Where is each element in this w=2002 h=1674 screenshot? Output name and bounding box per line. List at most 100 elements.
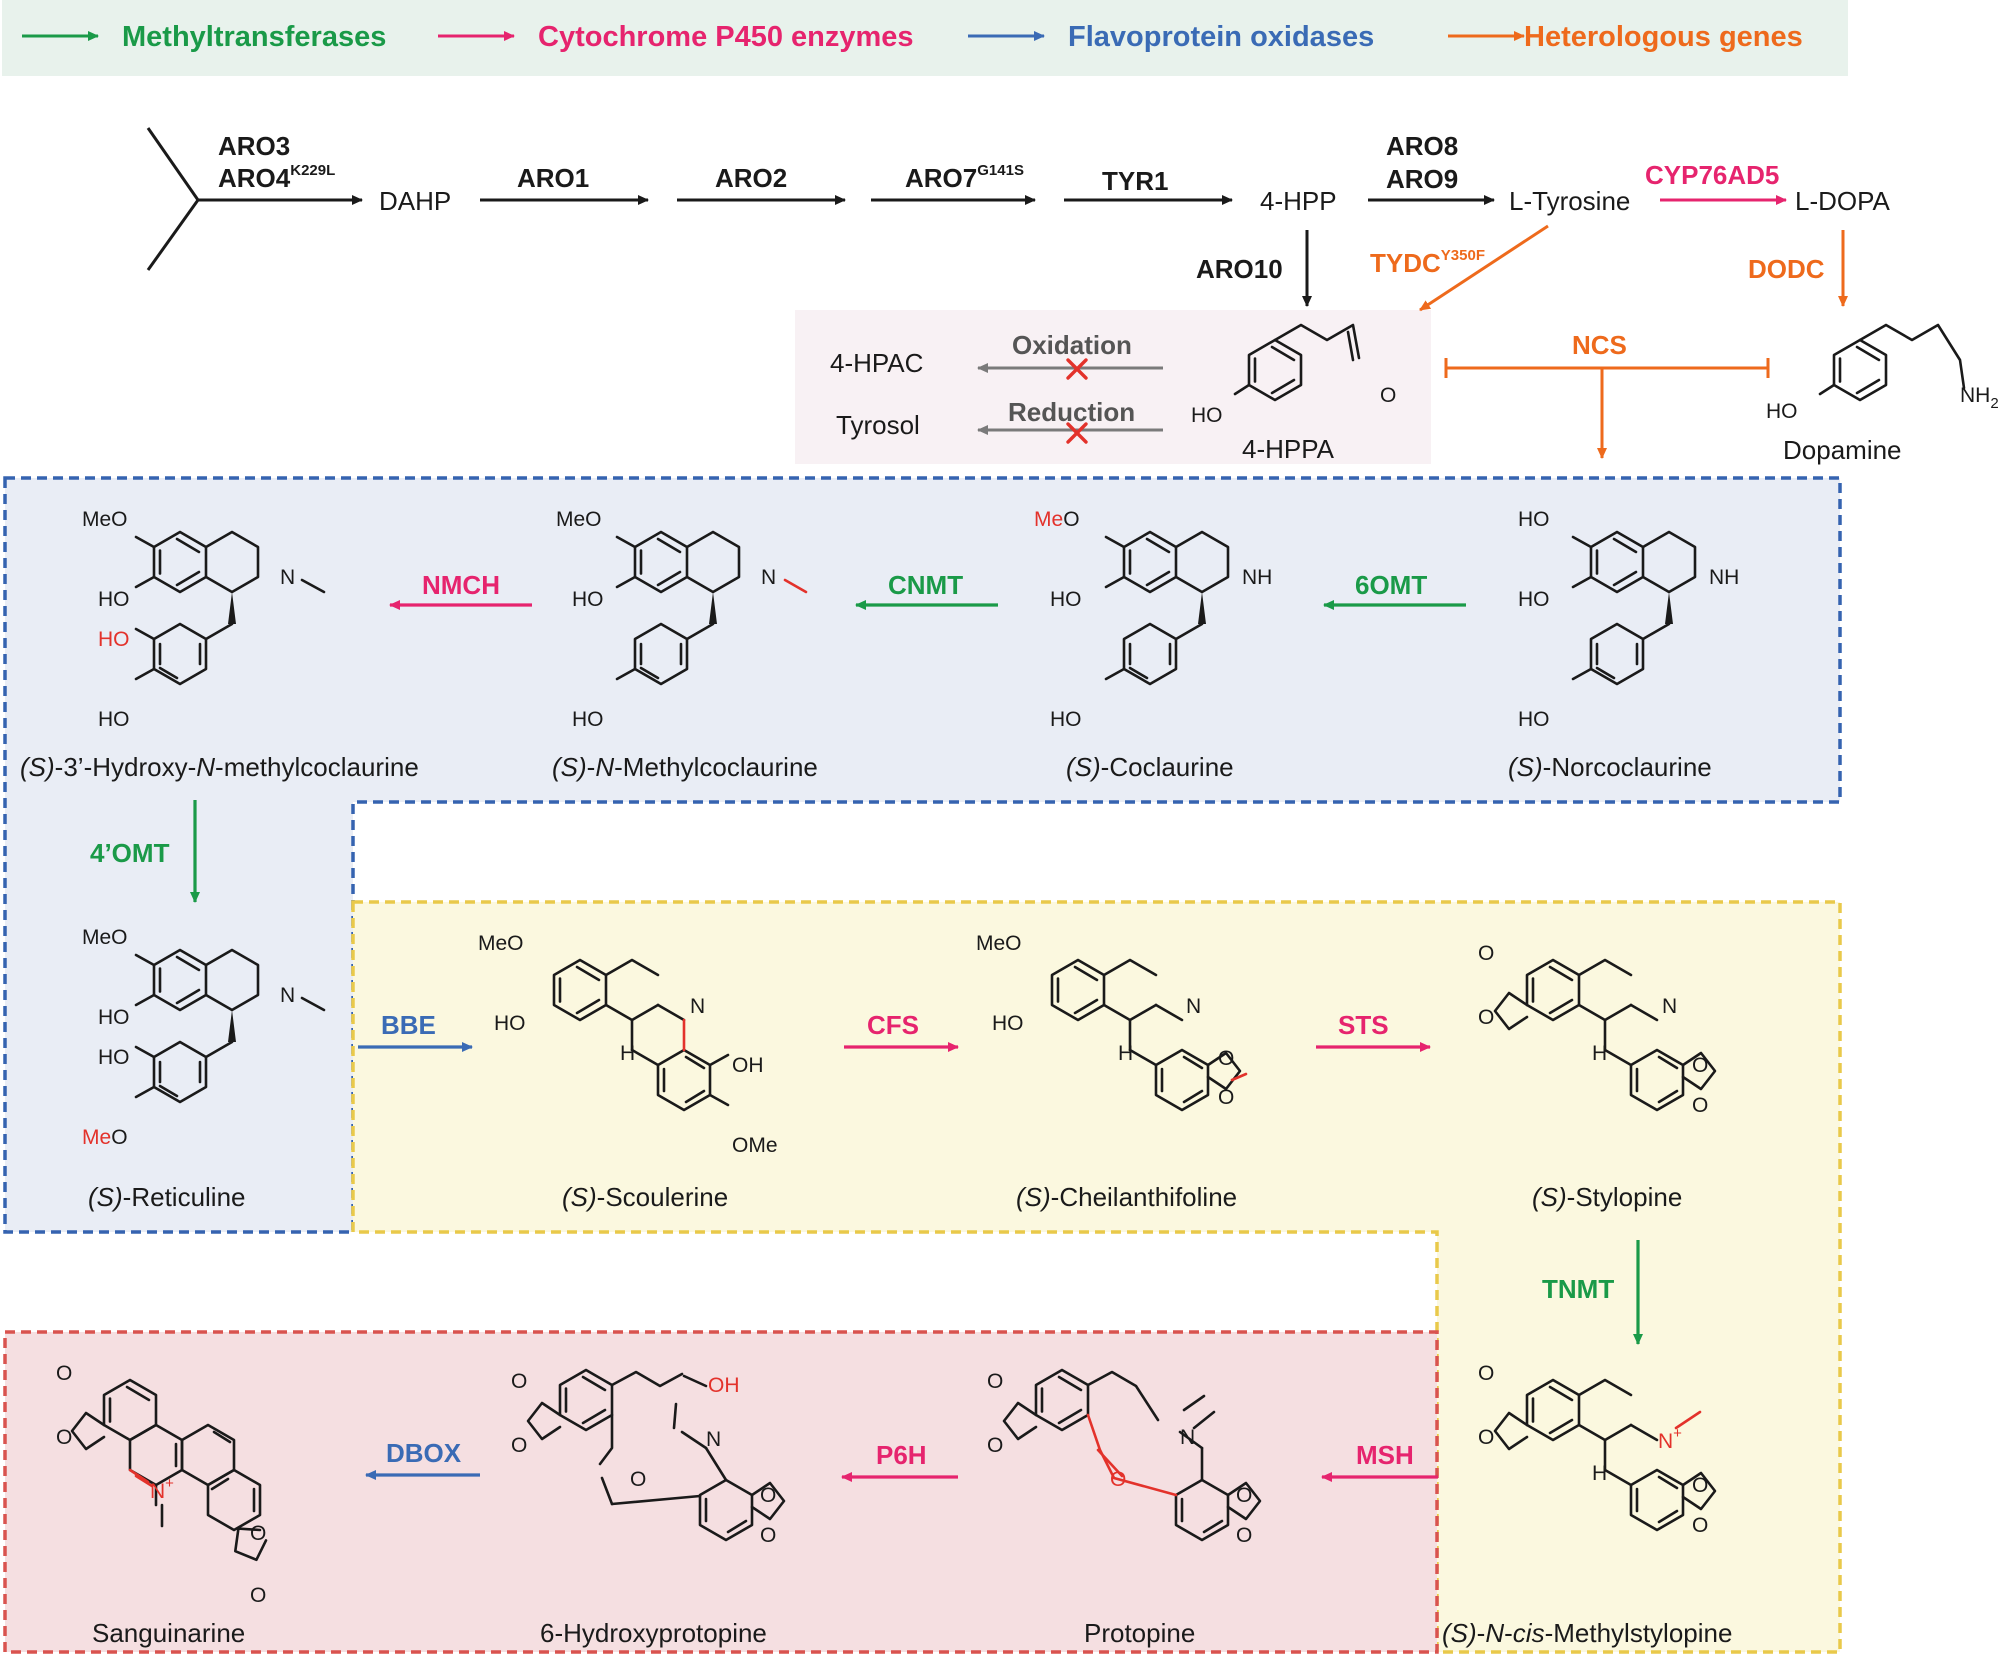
label-oxidation: Oxidation — [1012, 330, 1132, 360]
enzyme-4omt: 4’OMT — [90, 838, 170, 868]
atom-protopine-o4: O — [1236, 1524, 1252, 1547]
compound-6-hydroxyprotopine: 6-Hydroxyprotopine — [540, 1618, 767, 1648]
enzyme-cyp76ad5: CYP76AD5 — [1645, 160, 1779, 190]
enzyme-msh: MSH — [1356, 1440, 1414, 1470]
atom-cheilanthifoline-o2: O — [1218, 1086, 1234, 1109]
compound-l-tyrosine: L-Tyrosine — [1509, 186, 1630, 216]
atom-protopine-n: N — [1180, 1426, 1195, 1449]
atom-sanguinarine-o2: O — [56, 1426, 72, 1449]
arrow-ncs — [1444, 358, 1770, 459]
atom-ncms-n: N+ — [1658, 1425, 1682, 1453]
atom-hnmc-ho: HO — [98, 588, 130, 611]
legend-heterologous: Heterologous genes — [1448, 21, 1803, 53]
atom-norcoclaurine-ho-4p: HO — [1518, 708, 1550, 731]
enzyme-dbox: DBOX — [386, 1438, 462, 1468]
legend-label-heterologous: Heterologous genes — [1524, 21, 1803, 53]
atom-scoulerine-meo: MeO — [478, 932, 524, 955]
atom-coclaurine-ho-4p: HO — [1050, 708, 1082, 731]
compound-coclaurine: (S)-Coclaurine — [1066, 752, 1234, 782]
enzyme-cfs: CFS — [867, 1010, 919, 1040]
arrow-tydc — [1419, 224, 1549, 312]
enzyme-aro3: ARO3 — [218, 131, 290, 161]
atom-stylopine-o2: O — [1478, 1006, 1494, 1029]
atom-scoulerine-h: H — [620, 1042, 635, 1065]
blocked-oxidation-icon — [1066, 358, 1088, 380]
atom-coclaurine-nh: NH — [1242, 566, 1272, 589]
atom-scoulerine-oh: OH — [732, 1054, 764, 1077]
compound-scoulerine: (S)-Scoulerine — [562, 1182, 728, 1212]
enzyme-6omt: 6OMT — [1355, 570, 1427, 600]
enzyme-ncs: NCS — [1572, 330, 1627, 360]
atom-protopine-o1: O — [987, 1370, 1003, 1393]
atom-cheilanthifoline-o1: O — [1218, 1047, 1234, 1070]
blocked-reduction-icon — [1066, 422, 1088, 444]
enzyme-aro2: ARO2 — [715, 163, 787, 193]
atom-hydroxyprotopine-o4: O — [760, 1524, 776, 1547]
atom-hnmc-ho-4p: HO — [98, 708, 130, 731]
label-reduction: Reduction — [1008, 397, 1135, 427]
enzyme-aro10: ARO10 — [1196, 254, 1283, 284]
atom-hnmc-ho-3p: HO — [98, 628, 130, 651]
compound-stylopine: (S)-Stylopine — [1532, 1182, 1682, 1212]
legend-methyltransferases: Methyltransferases — [22, 21, 386, 53]
legend-label-methyltransferases: Methyltransferases — [122, 21, 386, 53]
atom-n-methylcoclaurine-n: N — [761, 566, 776, 589]
atom-stylopine-o1: O — [1478, 942, 1494, 965]
atom-cheilanthifoline-n: N — [1186, 995, 1201, 1018]
atom-coclaurine-ho: HO — [1050, 588, 1082, 611]
enzyme-cnmt: CNMT — [888, 570, 963, 600]
atom-n-methylcoclaurine-meo: MeO — [556, 508, 602, 531]
atom-ncms-o3: O — [1692, 1474, 1708, 1497]
enzyme-p6h: P6H — [876, 1440, 927, 1470]
compound-dopamine: Dopamine — [1783, 435, 1902, 465]
compound-n-methylcoclaurine: (S)-N-Methylcoclaurine — [552, 752, 818, 782]
bia-region-box — [3, 476, 1842, 1234]
atom-stylopine-o3: O — [1692, 1054, 1708, 1077]
atom-norcoclaurine-ho-7: HO — [1518, 588, 1550, 611]
atom-n-methylcoclaurine-ho-4p: HO — [572, 708, 604, 731]
atom-hydroxyprotopine-o1: O — [511, 1370, 527, 1393]
atom-reticuline-meo: MeO — [82, 926, 128, 949]
compound-4-hppa: 4-HPPA — [1242, 434, 1335, 464]
atom-protopine-o-keto: O — [1110, 1468, 1126, 1491]
enzyme-aro4: ARO4K229L — [218, 162, 335, 193]
compound-reticuline: (S)-Reticuline — [88, 1182, 246, 1212]
atom-reticuline-ho-3p: HO — [98, 1046, 130, 1069]
enzyme-dodc: DODC — [1748, 254, 1825, 284]
atom-norcoclaurine-ho-6: HO — [1518, 508, 1550, 531]
benzophenanthridine-region-box — [3, 1330, 1439, 1654]
atom-sanguinarine-o4: O — [250, 1584, 266, 1607]
structure-dopamine — [1818, 323, 1966, 402]
atom-hydroxyprotopine-oh: OH — [708, 1374, 740, 1397]
atom-n-methylcoclaurine-ho: HO — [572, 588, 604, 611]
atom-sanguinarine-o3: O — [250, 1522, 266, 1545]
enzyme-nmch: NMCH — [422, 570, 500, 600]
compound-4-hpp: 4-HPP — [1260, 186, 1337, 216]
atom-reticuline-ho: HO — [98, 1006, 130, 1029]
compound-l-dopa: L-DOPA — [1795, 186, 1891, 216]
structure-sanguinarine — [102, 1378, 262, 1532]
atom-scoulerine-ome: OMe — [732, 1134, 778, 1157]
compound-cheilanthifoline: (S)-Cheilanthifoline — [1016, 1182, 1237, 1212]
atom-cheilanthifoline-meo: MeO — [976, 932, 1022, 955]
compound-n-cis-methylstylopine: (S)-N-cis-Methylstylopine — [1442, 1618, 1732, 1648]
compound-norcoclaurine: (S)-Norcoclaurine — [1508, 752, 1712, 782]
legend-label-p450: Cytochrome P450 enzymes — [538, 21, 914, 53]
atom-hnmc-meo: MeO — [82, 508, 128, 531]
atom-norcoclaurine-nh: NH — [1709, 566, 1739, 589]
enzyme-tnmt: TNMT — [1542, 1274, 1614, 1304]
atom-reticuline-meo-4p: MeO — [82, 1126, 128, 1149]
compound-4-hpac: 4-HPAC — [830, 348, 923, 378]
enzyme-tydc: TYDCY350F — [1370, 247, 1485, 278]
atom-scoulerine-n: N — [690, 995, 705, 1018]
atom-stylopine-h: H — [1592, 1042, 1607, 1065]
atom-reticuline-n: N — [280, 984, 295, 1007]
atom-ncms-o1: O — [1478, 1362, 1494, 1385]
compound-protopine: Protopine — [1084, 1618, 1195, 1648]
atom-hnmc-n: N — [280, 566, 295, 589]
atom-dopamine-ho: HO — [1766, 400, 1798, 423]
atom-scoulerine-ho: HO — [494, 1012, 526, 1035]
atom-stylopine-o4: O — [1692, 1094, 1708, 1117]
atom-hppa-ho: HO — [1191, 404, 1223, 427]
enzyme-bbe: BBE — [381, 1010, 436, 1040]
